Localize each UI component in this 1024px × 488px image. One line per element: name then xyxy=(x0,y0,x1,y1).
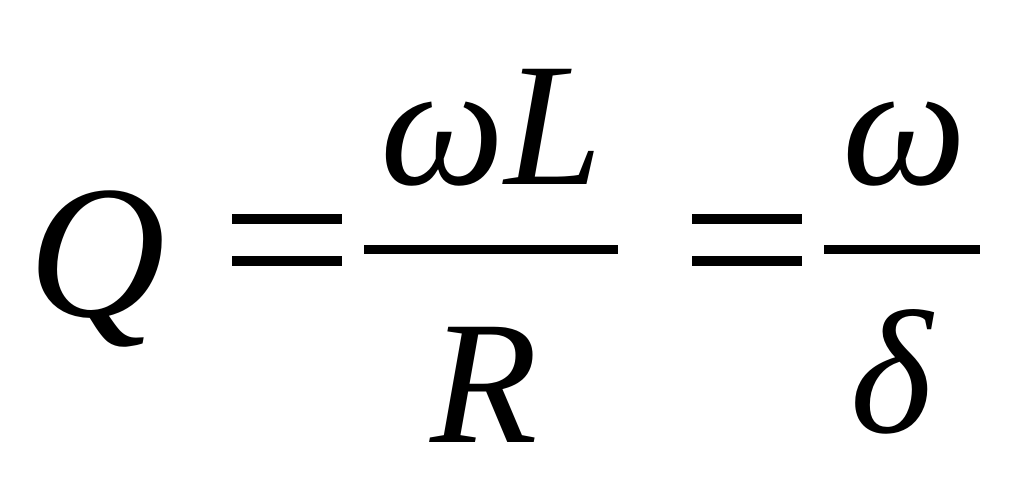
fraction1-numerator: ωL xyxy=(380,28,603,223)
fraction2-denominator: δ xyxy=(850,276,932,471)
fraction2-numerator: ω xyxy=(842,28,967,223)
equals-sign-2 xyxy=(692,214,802,266)
fraction1-bar xyxy=(364,245,618,254)
fraction2-bar xyxy=(824,245,980,254)
fraction1-denominator: R xyxy=(430,286,538,481)
q-symbol: Q xyxy=(28,148,166,358)
equals-sign-1 xyxy=(232,214,342,266)
